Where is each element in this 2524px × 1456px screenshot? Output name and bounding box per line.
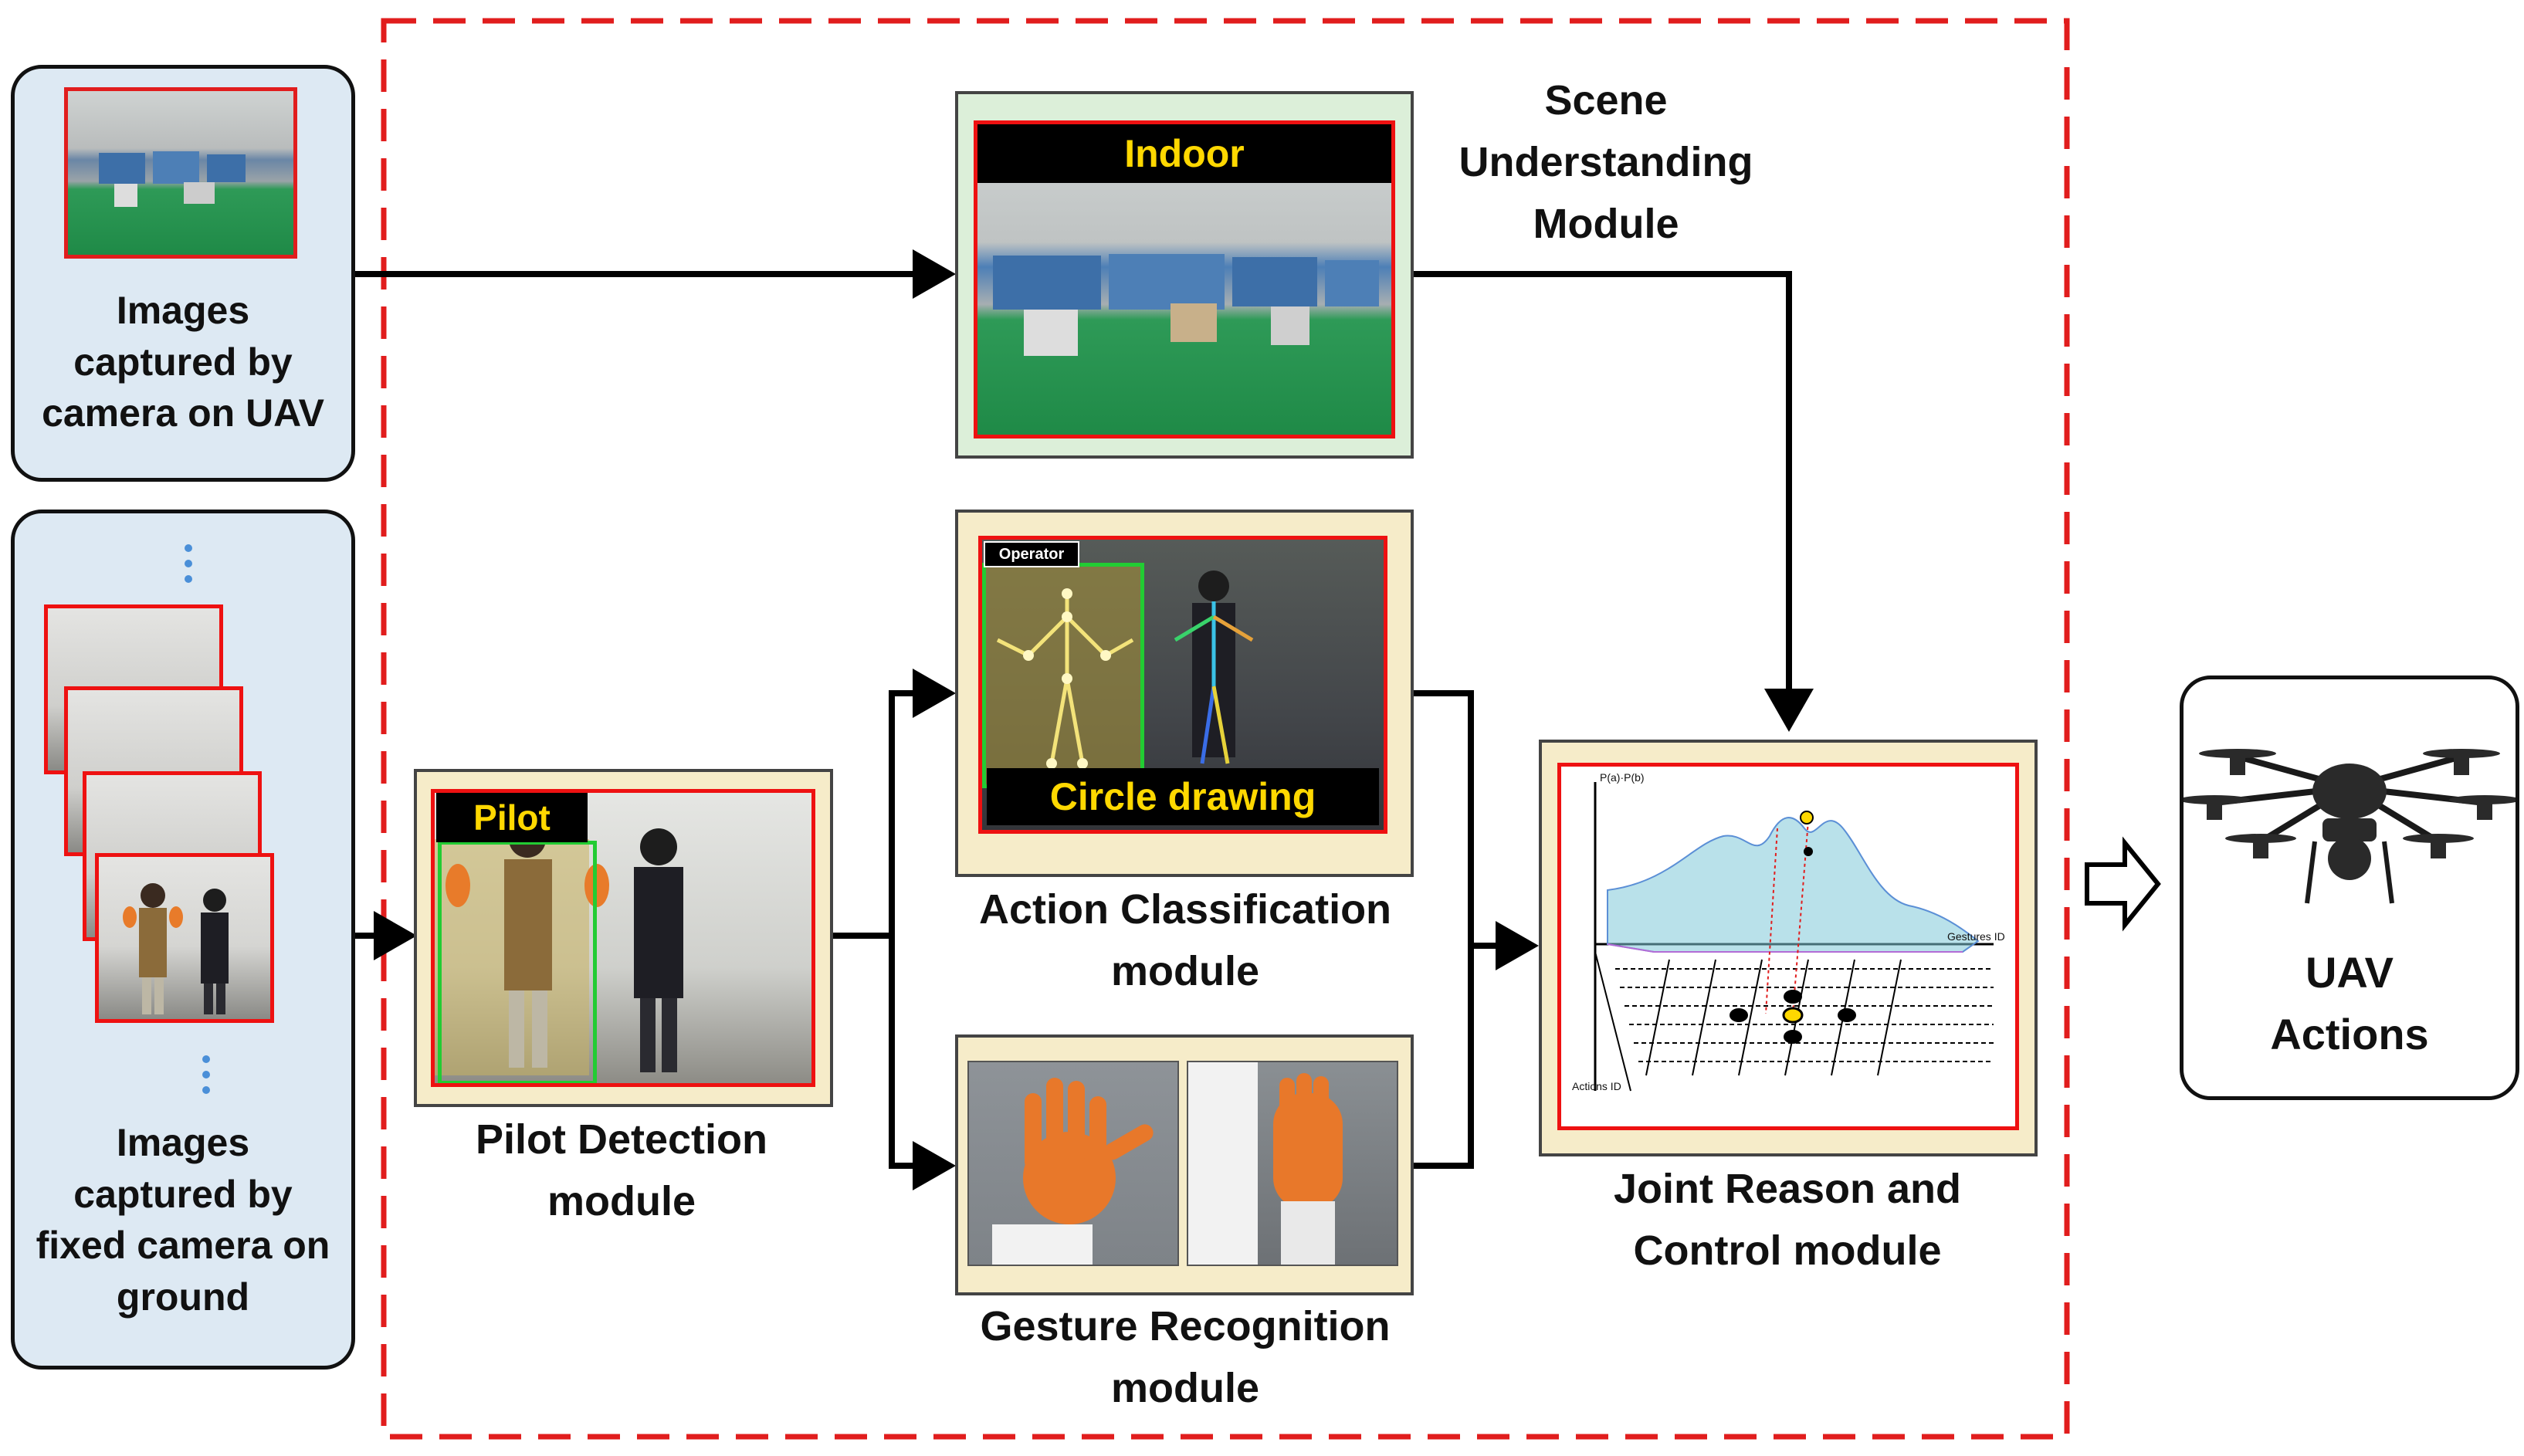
pilot-module-title: Pilot Detection module (401, 1109, 842, 1232)
action-module-title: Action Classification module (934, 879, 1436, 1002)
joint-title-line2: Control module (1633, 1227, 1942, 1274)
more-frames-bottom-icon (202, 1055, 210, 1102)
pilot-bounding-box (438, 841, 597, 1083)
scene-title-line3: Module (1533, 201, 1679, 247)
joint-module-box: P(a)·P(b) Gestures ID Actions ID (1539, 740, 2038, 1156)
scene-module-box: Indoor (955, 91, 1414, 459)
arrow-action-merge (1412, 690, 1474, 1169)
gesture-module-box (955, 1034, 1414, 1295)
drone-icon (2184, 749, 2516, 904)
joint-probability-surface (1594, 782, 1994, 1092)
pilot-title-line2: module (547, 1178, 696, 1224)
scene-title-line1: Scene (1544, 77, 1668, 124)
arrow-pilot-to-action (832, 669, 956, 939)
gesture-module-title: Gesture Recognition module (934, 1295, 1436, 1419)
plot-ylabel: P(a)·P(b) (1600, 771, 1645, 784)
uav-actions-label: UAV Actions (2184, 942, 2516, 1065)
action-title-line1: Action Classification (978, 886, 1392, 933)
uav-actions-line1: UAV (2305, 948, 2394, 997)
uav-actions-panel: UAV Actions (2180, 676, 2519, 1100)
stop-hand-icon (1188, 1062, 1343, 1265)
arrow-pilot-to-gesture (889, 936, 956, 1190)
action-module-box: Operator Circle drawing (955, 510, 1414, 877)
gesture-image-right (1187, 1061, 1398, 1266)
action-title-line2: module (1110, 948, 1259, 994)
output-arrow-icon (2085, 836, 2161, 932)
gesture-title-line2: module (1110, 1365, 1259, 1411)
action-tag: Circle drawing (987, 768, 1379, 825)
operator-bounding-box (982, 563, 1144, 788)
plot-zlabel: Actions ID (1572, 1080, 1621, 1092)
joint-title-line1: Joint Reason and (1613, 1166, 1962, 1212)
open-hand-icon (992, 1078, 1154, 1265)
pose-skeleton-sketch (982, 563, 1254, 787)
pilot-tag: Pilot (436, 793, 588, 842)
ground-camera-label: Images captured by fixed camera on groun… (36, 1121, 330, 1319)
operator-tag: Operator (984, 541, 1079, 567)
two-persons-sketch (123, 883, 229, 1014)
uav-actions-line2: Actions (2270, 1010, 2429, 1058)
uav-camera-panel: Images captured by camera on UAV (11, 65, 355, 482)
joint-plot-panel: P(a)·P(b) Gestures ID Actions ID (1557, 763, 2019, 1130)
pilot-module-box: Pilot (414, 769, 833, 1107)
pilot-scene-sketch (435, 821, 683, 1075)
joint-module-title: Joint Reason and Control module (1536, 1158, 2038, 1282)
action-image: Operator Circle drawing (978, 536, 1387, 834)
gesture-title-line1: Gesture Recognition (980, 1303, 1391, 1349)
gesture-image-left (967, 1061, 1179, 1266)
pipeline-frame (381, 18, 2070, 1440)
uav-camera-image (64, 87, 297, 259)
ground-camera-panel: Images captured by fixed camera on groun… (11, 510, 355, 1370)
scene-title-line2: Understanding (1458, 139, 1753, 185)
pilot-title-line1: Pilot Detection (475, 1116, 768, 1163)
plot-xlabel: Gestures ID (1947, 930, 2005, 943)
office-scene-sketch (99, 151, 246, 207)
more-frames-top-icon (185, 544, 192, 591)
scene-module-title: Scene Understanding Module (1405, 69, 1807, 255)
office-scene-large-sketch (993, 254, 1379, 356)
ground-frame-4 (95, 853, 274, 1023)
uav-camera-label: Images captured by camera on UAV (42, 289, 324, 435)
pilot-image: Pilot (431, 789, 815, 1087)
scene-image: Indoor (974, 120, 1395, 438)
arrow-scene-to-joint (1412, 271, 1814, 732)
scene-tag: Indoor (977, 124, 1391, 183)
